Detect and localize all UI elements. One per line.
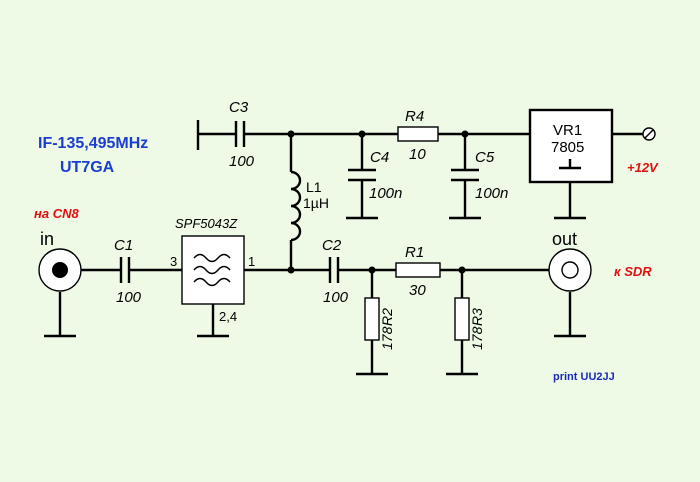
title-callsign: UT7GA <box>60 159 115 176</box>
vr1-value: 7805 <box>551 139 584 156</box>
input-note: на CN8 <box>34 206 79 221</box>
r4-symbol <box>397 126 439 142</box>
out-label: out <box>552 229 577 249</box>
vr1-ref: VR1 <box>553 122 582 139</box>
c4-ref: C4 <box>370 149 389 166</box>
filter-ref: SPF5043Z <box>175 216 238 231</box>
ground-symbols <box>44 120 586 376</box>
filter-pin-in: 3 <box>170 254 177 269</box>
title-frequency: IF-135,495MHz <box>38 135 148 152</box>
r1-ref: R1 <box>405 244 424 261</box>
filter-pin-gnd: 2,4 <box>219 309 237 324</box>
out-connector-symbol <box>548 248 592 292</box>
regulator-vr1-symbol <box>528 108 614 184</box>
output-note: к SDR <box>614 264 652 279</box>
c1-symbol <box>119 257 131 283</box>
r3-ref: R3 <box>469 308 485 326</box>
r2-symbol <box>364 297 380 341</box>
c5-value: 100n <box>475 185 508 202</box>
c3-ref: C3 <box>229 99 249 116</box>
in-label: in <box>40 229 54 249</box>
l1-value: 1µH <box>303 195 329 211</box>
c1-value: 100 <box>116 289 142 306</box>
credit-text: print UU2JJ <box>553 371 615 383</box>
filter-pin-out: 1 <box>248 254 255 269</box>
c2-ref: C2 <box>322 237 342 254</box>
r1-value: 30 <box>409 282 426 299</box>
c3-symbol <box>234 121 246 147</box>
filter-block-symbol <box>181 235 245 305</box>
wires <box>58 132 645 374</box>
c5-symbol <box>451 168 479 182</box>
l1-ref: L1 <box>306 179 322 195</box>
r2-value: 178 <box>379 326 395 350</box>
r3-value: 178 <box>469 326 485 350</box>
c2-value: 100 <box>323 289 349 306</box>
r1-symbol <box>395 262 441 278</box>
c5-ref: C5 <box>475 149 495 166</box>
r4-ref: R4 <box>405 108 424 125</box>
c4-value: 100n <box>369 185 402 202</box>
in-connector-symbol <box>38 248 82 292</box>
r4-value: 10 <box>409 146 426 163</box>
junction-dots <box>287 130 469 274</box>
l1-coil-symbol <box>290 170 302 242</box>
c1-ref: C1 <box>114 237 133 254</box>
c4-symbol <box>348 168 376 182</box>
supply-note: +12V <box>627 160 659 175</box>
supply-terminal-symbol <box>642 127 656 141</box>
r2-ref: R2 <box>379 308 395 326</box>
c2-symbol <box>328 257 340 283</box>
c3-value: 100 <box>229 153 255 170</box>
r3-symbol <box>454 297 470 341</box>
